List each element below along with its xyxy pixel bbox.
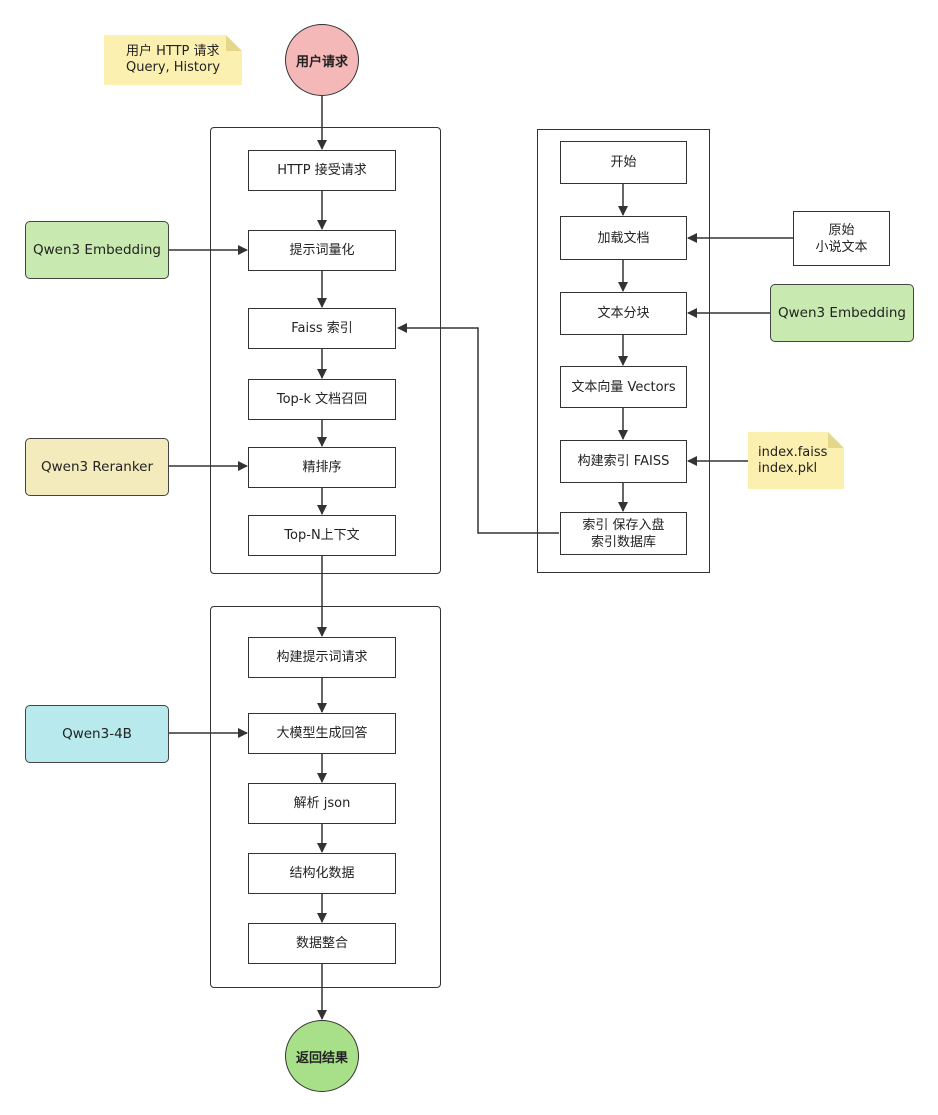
step-parse-json: 解析 json (248, 783, 396, 824)
step-label: 文本向量 Vectors (571, 379, 676, 395)
index-build-group (537, 129, 710, 573)
step-label: Top-N上下文 (284, 528, 360, 543)
step-label: 结构化数据 (289, 866, 355, 881)
model-label: Qwen3 Embedding (778, 305, 906, 321)
step-build-prompt: 构建提示词请求 (248, 637, 396, 678)
step-label: 文本分块 (597, 306, 650, 321)
step-label: HTTP 接受请求 (277, 163, 367, 178)
step-query-vectorize: 提示词量化 (248, 230, 396, 271)
step-http-receive: HTTP 接受请求 (248, 150, 396, 191)
retrieval-group (210, 127, 441, 574)
step-text-chunk: 文本分块 (560, 292, 687, 335)
source-novel-text: 原始 小说文本 (793, 211, 890, 266)
step-topk-recall: Top-k 文档召回 (248, 379, 396, 420)
step-llm-generate: 大模型生成回答 (248, 713, 396, 754)
index-files-text: index.faiss index.pkl (758, 444, 828, 476)
end-node: 返回结果 (285, 1020, 359, 1092)
step-load-docs: 加载文档 (560, 216, 687, 260)
start-note: 用户 HTTP 请求 Query, History (104, 35, 242, 85)
model-qwen3-4b: Qwen3-4B (25, 705, 169, 763)
step-build-faiss: 构建索引 FAISS (560, 440, 687, 483)
step-label: 提示词量化 (289, 243, 355, 258)
model-label: Qwen3 Reranker (40, 459, 154, 475)
step-label: 大模型生成回答 (276, 726, 368, 741)
step-text-vectors: 文本向量 Vectors (560, 366, 687, 408)
step-save-index: 索引 保存入盘 索引数据库 (560, 512, 687, 555)
start-note-text: 用户 HTTP 请求 Query, History (126, 44, 221, 75)
step-label: 索引 保存入盘 索引数据库 (582, 517, 665, 550)
step-structured-data: 结构化数据 (248, 853, 396, 894)
step-faiss-index: Faiss 索引 (248, 308, 396, 349)
model-label: Qwen3-4B (62, 726, 132, 742)
step-label: 加载文档 (597, 230, 650, 246)
step-data-merge: 数据整合 (248, 923, 396, 964)
generation-group (210, 606, 441, 988)
step-label: 开始 (610, 155, 637, 170)
step-begin: 开始 (560, 141, 687, 184)
step-label: 构建索引 FAISS (577, 454, 670, 469)
edge-save-to-faiss (397, 323, 559, 534)
step-label: Faiss 索引 (291, 321, 353, 336)
model-label: Qwen3 Embedding (33, 242, 161, 258)
start-node: 用户请求 (285, 24, 359, 96)
step-rerank: 精排序 (248, 447, 396, 488)
model-qwen3-reranker: Qwen3 Reranker (25, 438, 169, 496)
step-label: 精排序 (302, 460, 342, 475)
step-label: 构建提示词请求 (276, 650, 368, 665)
step-label: Top-k 文档召回 (276, 392, 368, 407)
model-qwen3-embedding-right: Qwen3 Embedding (770, 284, 914, 342)
step-label: 解析 json (293, 796, 351, 811)
model-qwen3-embedding-left: Qwen3 Embedding (25, 221, 169, 279)
start-node-label: 用户请求 (295, 54, 348, 70)
end-node-label: 返回结果 (295, 1050, 348, 1066)
index-files-note: index.faiss index.pkl (748, 432, 844, 489)
step-topn-context: Top-N上下文 (248, 515, 396, 556)
step-label: 数据整合 (295, 936, 348, 951)
source-doc-label: 原始 小说文本 (815, 222, 868, 255)
